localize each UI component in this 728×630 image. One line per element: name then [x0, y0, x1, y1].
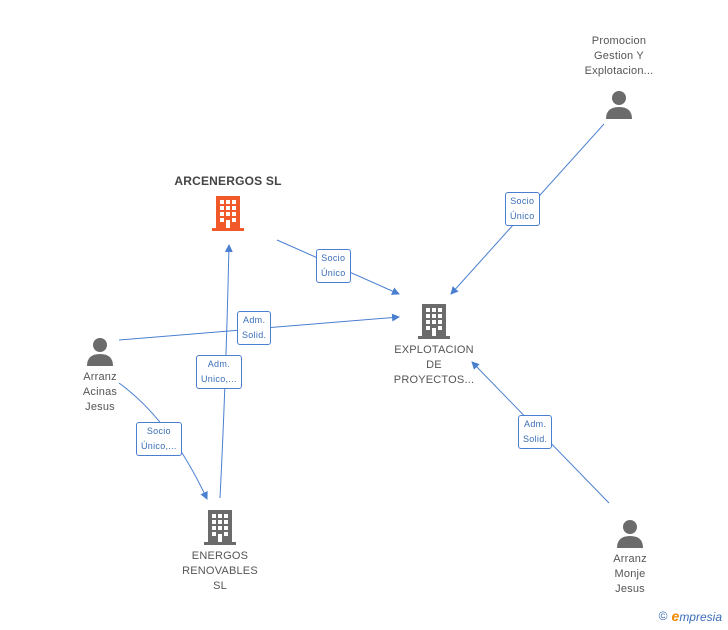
edge-label-acinas-explotacion[interactable]: Adm. Solid.	[237, 311, 272, 345]
node-label-acinas: Arranz Acinas Jesus	[82, 371, 118, 413]
node-explotacion[interactable]: EXPLOTACION DE PROYECTOS...	[384, 303, 484, 388]
person-icon	[606, 91, 632, 119]
node-energos[interactable]: ENERGOS RENOVABLES SL	[170, 509, 270, 594]
footer-brand: © empresia	[659, 608, 722, 624]
node-label-arcenergos: ARCENERGOS SL	[174, 174, 282, 188]
edge-label-promocion-explotacion[interactable]: Socio Único	[505, 192, 540, 226]
edge-label-monje-explotacion[interactable]: Adm. Solid.	[518, 415, 553, 449]
node-label-monje: Arranz Monje Jesus	[613, 553, 647, 595]
brand-logo-e: e	[671, 608, 680, 624]
node-acinas[interactable]: Arranz Acinas Jesus	[60, 336, 140, 415]
building-icon	[204, 510, 236, 545]
edge-label-acinas-energos[interactable]: Socio Único,...	[136, 422, 182, 456]
node-label-explotacion: EXPLOTACION DE PROYECTOS...	[393, 344, 475, 386]
building-icon	[212, 196, 244, 231]
edge-label-arcenergos-explotacion[interactable]: Socio Único	[316, 249, 351, 283]
person-icon	[87, 338, 113, 366]
brand-logo-text: mpresia	[679, 610, 722, 624]
node-label-energos: ENERGOS RENOVABLES SL	[182, 550, 258, 592]
node-label-promocion: Promocion Gestion Y Explotacion...	[584, 35, 654, 77]
node-promocion[interactable]: Promocion Gestion Y Explotacion...	[569, 34, 669, 119]
copyright-symbol: ©	[658, 609, 668, 623]
building-icon	[418, 304, 450, 339]
person-icon	[617, 520, 643, 548]
brand-logo: empresia	[672, 608, 722, 624]
edge-label-energos-arcenergos[interactable]: Adm. Unico,...	[196, 355, 242, 389]
node-arcenergos[interactable]: ARCENERGOS SL	[168, 174, 288, 231]
node-monje[interactable]: Arranz Monje Jesus	[590, 518, 670, 597]
